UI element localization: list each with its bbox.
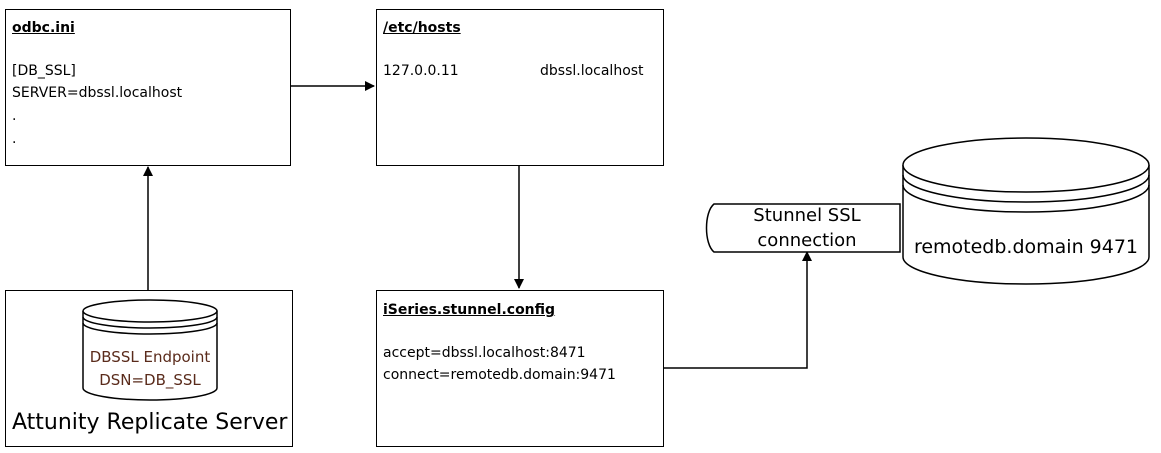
etc-hosts-box: /etc/hosts 127.0.0.11 dbssl.localhost: [376, 9, 664, 166]
stunnel-config-box: iSeries.stunnel.config accept=dbssl.loca…: [376, 290, 664, 447]
odbc-ini-title: odbc.ini: [12, 20, 75, 36]
stunnel-config-title: iSeries.stunnel.config: [383, 302, 556, 318]
replicate-server-box: DBSSL Endpoint DSN=DB_SSL Attunity Repli…: [5, 290, 293, 447]
remote-db-cylinder-shape: [902, 137, 1150, 285]
stunnel-config-accept-line: accept=dbssl.localhost:8471: [383, 345, 586, 361]
endpoint-cylinder-shape: [82, 299, 218, 401]
odbc-ini-ellipsis-line-1: .: [12, 108, 17, 124]
connector-stunnel-config-to-ssl-connection: [664, 251, 812, 369]
etc-hosts-hostname: dbssl.localhost: [540, 63, 644, 79]
endpoint-dsn: DSN=DB_SSL: [99, 371, 201, 389]
ssl-connection-label-line1: Stunnel SSL: [753, 205, 861, 226]
etc-hosts-title: /etc/hosts: [383, 20, 461, 36]
replicate-server-label: Attunity Replicate Server: [12, 410, 288, 435]
endpoint-name: DBSSL Endpoint: [89, 348, 211, 366]
odbc-ini-section-line: [DB_SSL]: [12, 63, 76, 79]
etc-hosts-ip: 127.0.0.11: [383, 63, 459, 79]
stunnel-config-connect-line: connect=remotedb.domain:9471: [383, 367, 616, 383]
odbc-ini-ellipsis-line-2: .: [12, 131, 17, 147]
remote-db-label: remotedb.domain 9471: [913, 236, 1139, 258]
odbc-ini-server-line: SERVER=dbssl.localhost: [12, 85, 183, 101]
ssl-connection-label-line2: connection: [757, 230, 857, 251]
odbc-ini-box: odbc.ini [DB_SSL] SERVER=dbssl.localhost…: [5, 9, 291, 166]
ssl-connection-pipe-shape: [705, 203, 901, 253]
